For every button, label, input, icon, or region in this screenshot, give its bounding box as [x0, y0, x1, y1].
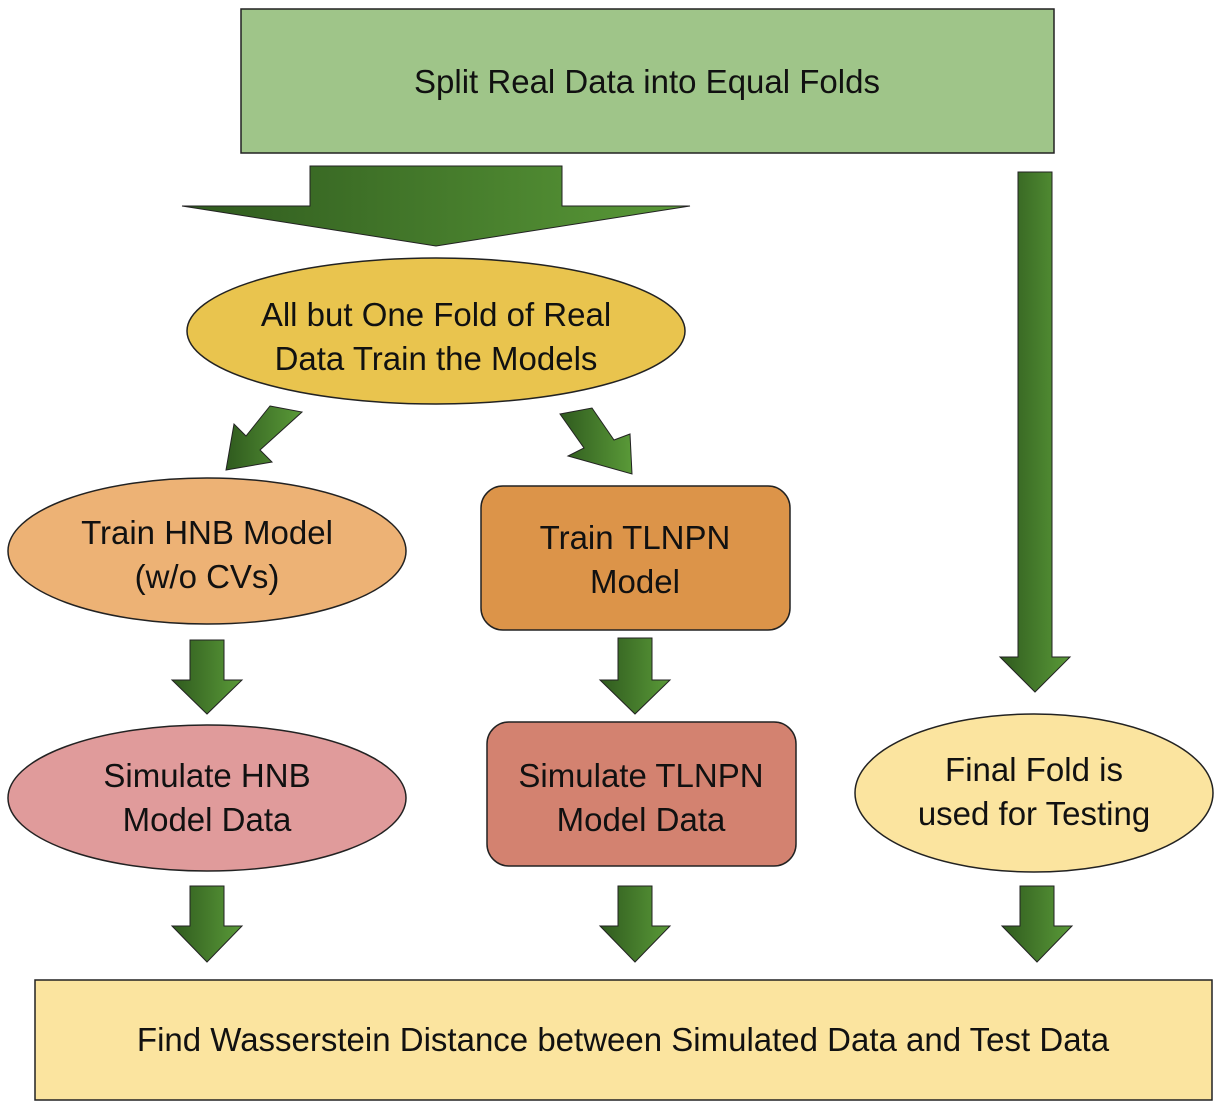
sim-tlnpn-box	[486, 721, 797, 867]
down-arrow-tlnpn-train-to-sim	[598, 637, 672, 715]
down-arrow-final-fold-to-bottom	[1000, 885, 1074, 963]
split-data-label: Split Real Data into Equal Folds	[414, 63, 880, 100]
wasserstein-label-line: Find Wasserstein Distance between Simula…	[137, 1021, 1110, 1058]
final-fold-ellipse	[854, 713, 1214, 873]
diagonal-arrow-to-tlnpn	[559, 407, 633, 475]
train-folds-ellipse	[186, 257, 686, 405]
sim-tlnpn-node: Simulate TLNPN Model Data	[486, 721, 797, 867]
sim-hnb-label: Simulate HNB Model Data	[103, 757, 310, 838]
arrows-group	[170, 165, 1074, 963]
sim-tlnpn-label: Simulate TLNPN Model Data	[518, 757, 763, 838]
big-down-arrow	[181, 165, 691, 247]
train-tlnpn-label: Train TLNPN Model	[540, 519, 731, 600]
right-long-down-arrow	[998, 171, 1072, 693]
train-tlnpn-label-line: Model	[590, 563, 680, 600]
diagonal-arrow-to-hnb	[225, 405, 304, 471]
sim-hnb-ellipse	[7, 724, 407, 872]
split-label-line: Split Real Data into Equal Folds	[414, 63, 880, 100]
train-tlnpn-label-line: Train TLNPN	[540, 519, 731, 556]
sim-tlnpn-label-line: Model Data	[557, 801, 726, 838]
sim-tlnpn-label-line: Simulate TLNPN	[518, 757, 763, 794]
train-hnb-ellipse	[7, 477, 407, 625]
final-fold-label-line: Final Fold is	[945, 751, 1123, 788]
final-fold-label-line: used for Testing	[918, 795, 1150, 832]
split-data-box	[240, 8, 1055, 154]
train-folds-label-line: Data Train the Models	[275, 340, 598, 377]
down-arrow-hnb-train-to-sim	[170, 639, 244, 715]
final-fold-label: Final Fold is used for Testing	[918, 751, 1150, 832]
train-tlnpn-node: Train TLNPN Model	[480, 485, 791, 631]
train-hnb-label: Train HNB Model (w/o CVs)	[81, 514, 333, 595]
wasserstein-box	[34, 979, 1213, 1101]
train-tlnpn-box	[480, 485, 791, 631]
down-arrow-hnb-sim-to-bottom	[170, 885, 244, 963]
split-data-node: Split Real Data into Equal Folds	[240, 8, 1055, 154]
train-hnb-node: Train HNB Model (w/o CVs)	[7, 477, 407, 625]
sim-hnb-label-line: Simulate HNB	[103, 757, 310, 794]
sim-hnb-label-line: Model Data	[123, 801, 292, 838]
final-fold-node: Final Fold is used for Testing	[854, 713, 1214, 873]
wasserstein-label: Find Wasserstein Distance between Simula…	[137, 1021, 1110, 1058]
wasserstein-node: Find Wasserstein Distance between Simula…	[34, 979, 1213, 1101]
sim-hnb-node: Simulate HNB Model Data	[7, 724, 407, 872]
down-arrow-tlnpn-sim-to-bottom	[598, 885, 672, 963]
train-hnb-label-line: Train HNB Model	[81, 514, 333, 551]
train-hnb-label-line: (w/o CVs)	[135, 558, 280, 595]
train-folds-label-line: All but One Fold of Real	[261, 296, 611, 333]
